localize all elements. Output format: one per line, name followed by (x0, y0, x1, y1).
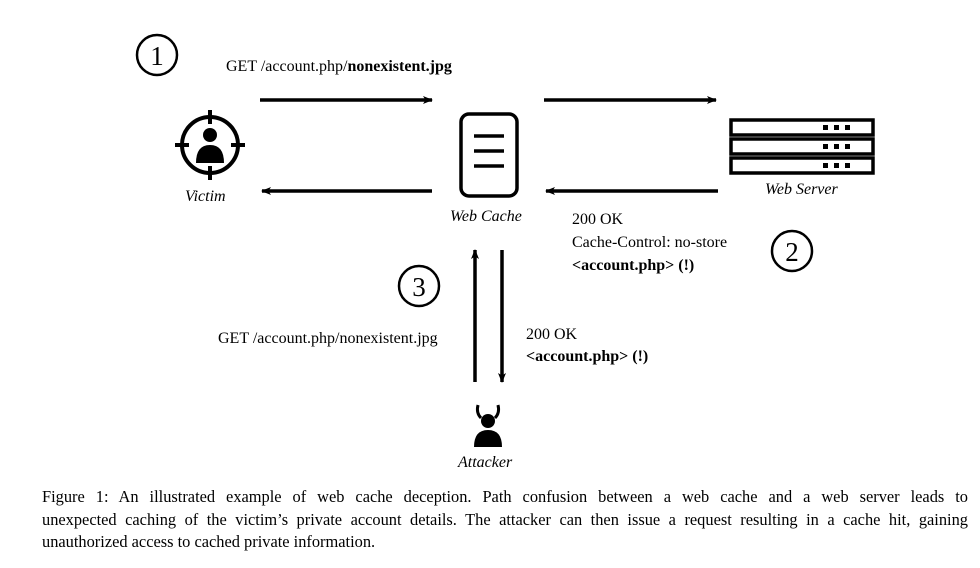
caption-line-1: Figure 1: An illustrated example of web … (42, 487, 968, 506)
step2-header: Cache-Control: no-store (572, 234, 728, 251)
web-cache-icon (459, 112, 519, 198)
step-1-number: 1 (150, 41, 164, 71)
step3-status: 200 OK (526, 326, 578, 343)
step3-request: GET /account.php/nonexistent.jpg (218, 330, 438, 347)
victim-label: Victim (185, 188, 226, 205)
web-server-label: Web Server (765, 181, 838, 198)
attacker-icon (474, 404, 502, 447)
step-2-number: 2 (785, 237, 799, 267)
caption-line-2: unexpected caching of the victim’s priva… (42, 509, 968, 529)
step-3-marker: 3 (397, 264, 441, 308)
step-2-marker: 2 (770, 229, 814, 273)
step1-request-file: nonexistent.jpg (347, 58, 452, 75)
step2-body-resource: <account.php> (572, 257, 675, 274)
web-server-icon (729, 118, 875, 175)
step-3-number: 3 (412, 272, 426, 302)
victim-target-icon (175, 110, 245, 180)
step3-body-mark: (!) (632, 348, 649, 365)
step3-body-resource: <account.php> (526, 348, 629, 365)
web-cache-label: Web Cache (450, 208, 522, 225)
step1-request: GET /account.php/nonexistent.jpg (226, 57, 452, 77)
step2-body: <account.php> (!) (572, 256, 694, 276)
figure-caption: Figure 1: An illustrated example of web … (42, 486, 968, 554)
caption-line-3: unauthorized access to cached private in… (42, 532, 376, 551)
step-1-marker: 1 (135, 33, 179, 77)
step3-body: <account.php> (!) (526, 347, 648, 367)
step2-body-mark: (!) (678, 257, 695, 274)
attacker-label: Attacker (458, 454, 513, 471)
step2-status: 200 OK (572, 211, 624, 228)
step1-request-path: GET /account.php/ (226, 58, 348, 75)
